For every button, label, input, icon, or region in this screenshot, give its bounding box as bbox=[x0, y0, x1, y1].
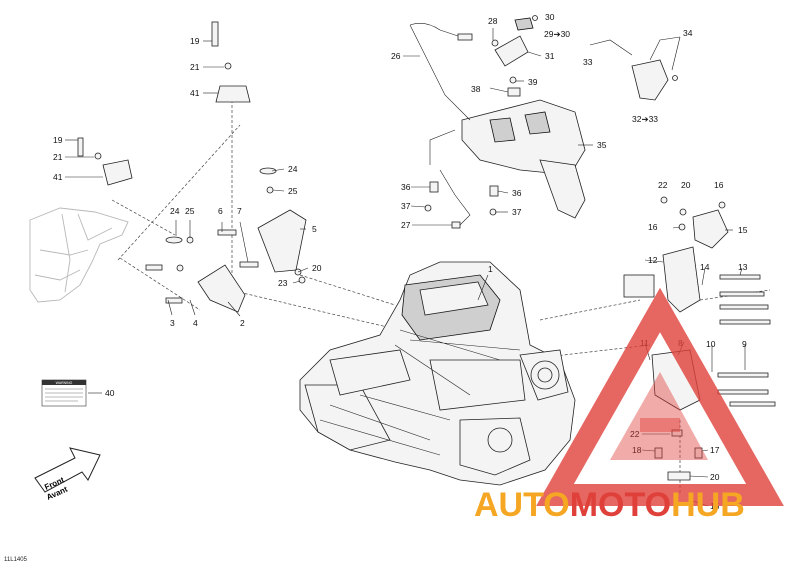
callout-17: 17 bbox=[710, 445, 720, 455]
callout-29-30: 29➔30 bbox=[544, 29, 570, 39]
callout-24a: 24 bbox=[288, 164, 298, 174]
mount-left bbox=[77, 21, 251, 186]
callout-28: 28 bbox=[488, 16, 498, 26]
callout-40: 40 bbox=[105, 388, 115, 398]
callout-leaders bbox=[65, 28, 746, 507]
sensor-bracket bbox=[494, 17, 534, 67]
callout-41b: 41 bbox=[53, 172, 63, 182]
callout-25b: 25 bbox=[185, 206, 195, 216]
callout-7: 7 bbox=[237, 206, 242, 216]
diagram-code: 11L1405 bbox=[4, 557, 28, 563]
warning-label-title: WARNING bbox=[56, 381, 73, 385]
callout-35: 35 bbox=[597, 140, 607, 150]
brackets bbox=[145, 167, 307, 313]
callout-20a: 20 bbox=[312, 263, 322, 273]
callout-25a: 25 bbox=[288, 186, 298, 196]
callout-22a: 22 bbox=[658, 180, 668, 190]
callout-16b: 16 bbox=[648, 222, 658, 232]
harness-clips bbox=[424, 15, 678, 229]
callout-36b: 36 bbox=[512, 188, 522, 198]
front-arrow: Front Avant bbox=[34, 447, 101, 502]
watermark-auto: AUTO bbox=[474, 486, 570, 524]
callout-31: 31 bbox=[545, 51, 555, 61]
sensor-cable bbox=[409, 23, 473, 41]
callout-14: 14 bbox=[700, 262, 710, 272]
callout-2: 2 bbox=[240, 318, 245, 328]
callout-24b: 24 bbox=[170, 206, 180, 216]
callout-19b: 19 bbox=[53, 135, 63, 145]
callout-41a: 41 bbox=[190, 88, 200, 98]
callout-34: 34 bbox=[683, 28, 693, 38]
engine-assembly bbox=[299, 261, 576, 486]
callout-21b: 21 bbox=[53, 152, 63, 162]
callout-3: 3 bbox=[170, 318, 175, 328]
callout-27: 27 bbox=[401, 220, 411, 230]
callout-18: 18 bbox=[632, 445, 642, 455]
callout-15a: 15 bbox=[738, 225, 748, 235]
callout-33: 33 bbox=[583, 57, 593, 67]
mount-right bbox=[623, 196, 776, 481]
watermark-logo bbox=[536, 287, 784, 506]
callout-26: 26 bbox=[391, 51, 401, 61]
callout-9: 9 bbox=[742, 339, 747, 349]
callout-30: 30 bbox=[545, 12, 555, 22]
callout-6: 6 bbox=[218, 206, 223, 216]
watermark-hub: HUB bbox=[671, 486, 745, 524]
callout-5: 5 bbox=[312, 224, 317, 234]
callout-36a: 36 bbox=[401, 182, 411, 192]
watermark-text: AUTO MOTO HUB bbox=[474, 486, 745, 524]
callout-21a: 21 bbox=[190, 62, 200, 72]
callout-22b: 22 bbox=[630, 429, 640, 439]
callout-16a: 16 bbox=[714, 180, 724, 190]
callout-labels: 1 2 3 4 5 6 7 8 9 10 11 12 13 14 15 15 1… bbox=[53, 12, 748, 511]
callout-13: 13 bbox=[738, 262, 748, 272]
callout-23: 23 bbox=[278, 278, 288, 288]
callout-37b: 37 bbox=[512, 207, 522, 217]
callout-4: 4 bbox=[193, 318, 198, 328]
callout-38: 38 bbox=[471, 84, 481, 94]
callout-32-33: 32➔33 bbox=[632, 114, 658, 124]
ghost-frame bbox=[29, 207, 129, 303]
callout-39: 39 bbox=[528, 77, 538, 87]
watermark-moto: MOTO bbox=[570, 486, 671, 524]
warning-label: WARNING bbox=[41, 379, 87, 407]
callout-37a: 37 bbox=[401, 201, 411, 211]
callout-10: 10 bbox=[706, 339, 716, 349]
callout-19a: 19 bbox=[190, 36, 200, 46]
right-sensor bbox=[589, 39, 669, 101]
callout-12: 12 bbox=[648, 255, 658, 265]
callout-20c: 20 bbox=[710, 472, 720, 482]
wiring-harness bbox=[409, 24, 586, 226]
callout-20b: 20 bbox=[681, 180, 691, 190]
callout-1: 1 bbox=[488, 264, 493, 274]
